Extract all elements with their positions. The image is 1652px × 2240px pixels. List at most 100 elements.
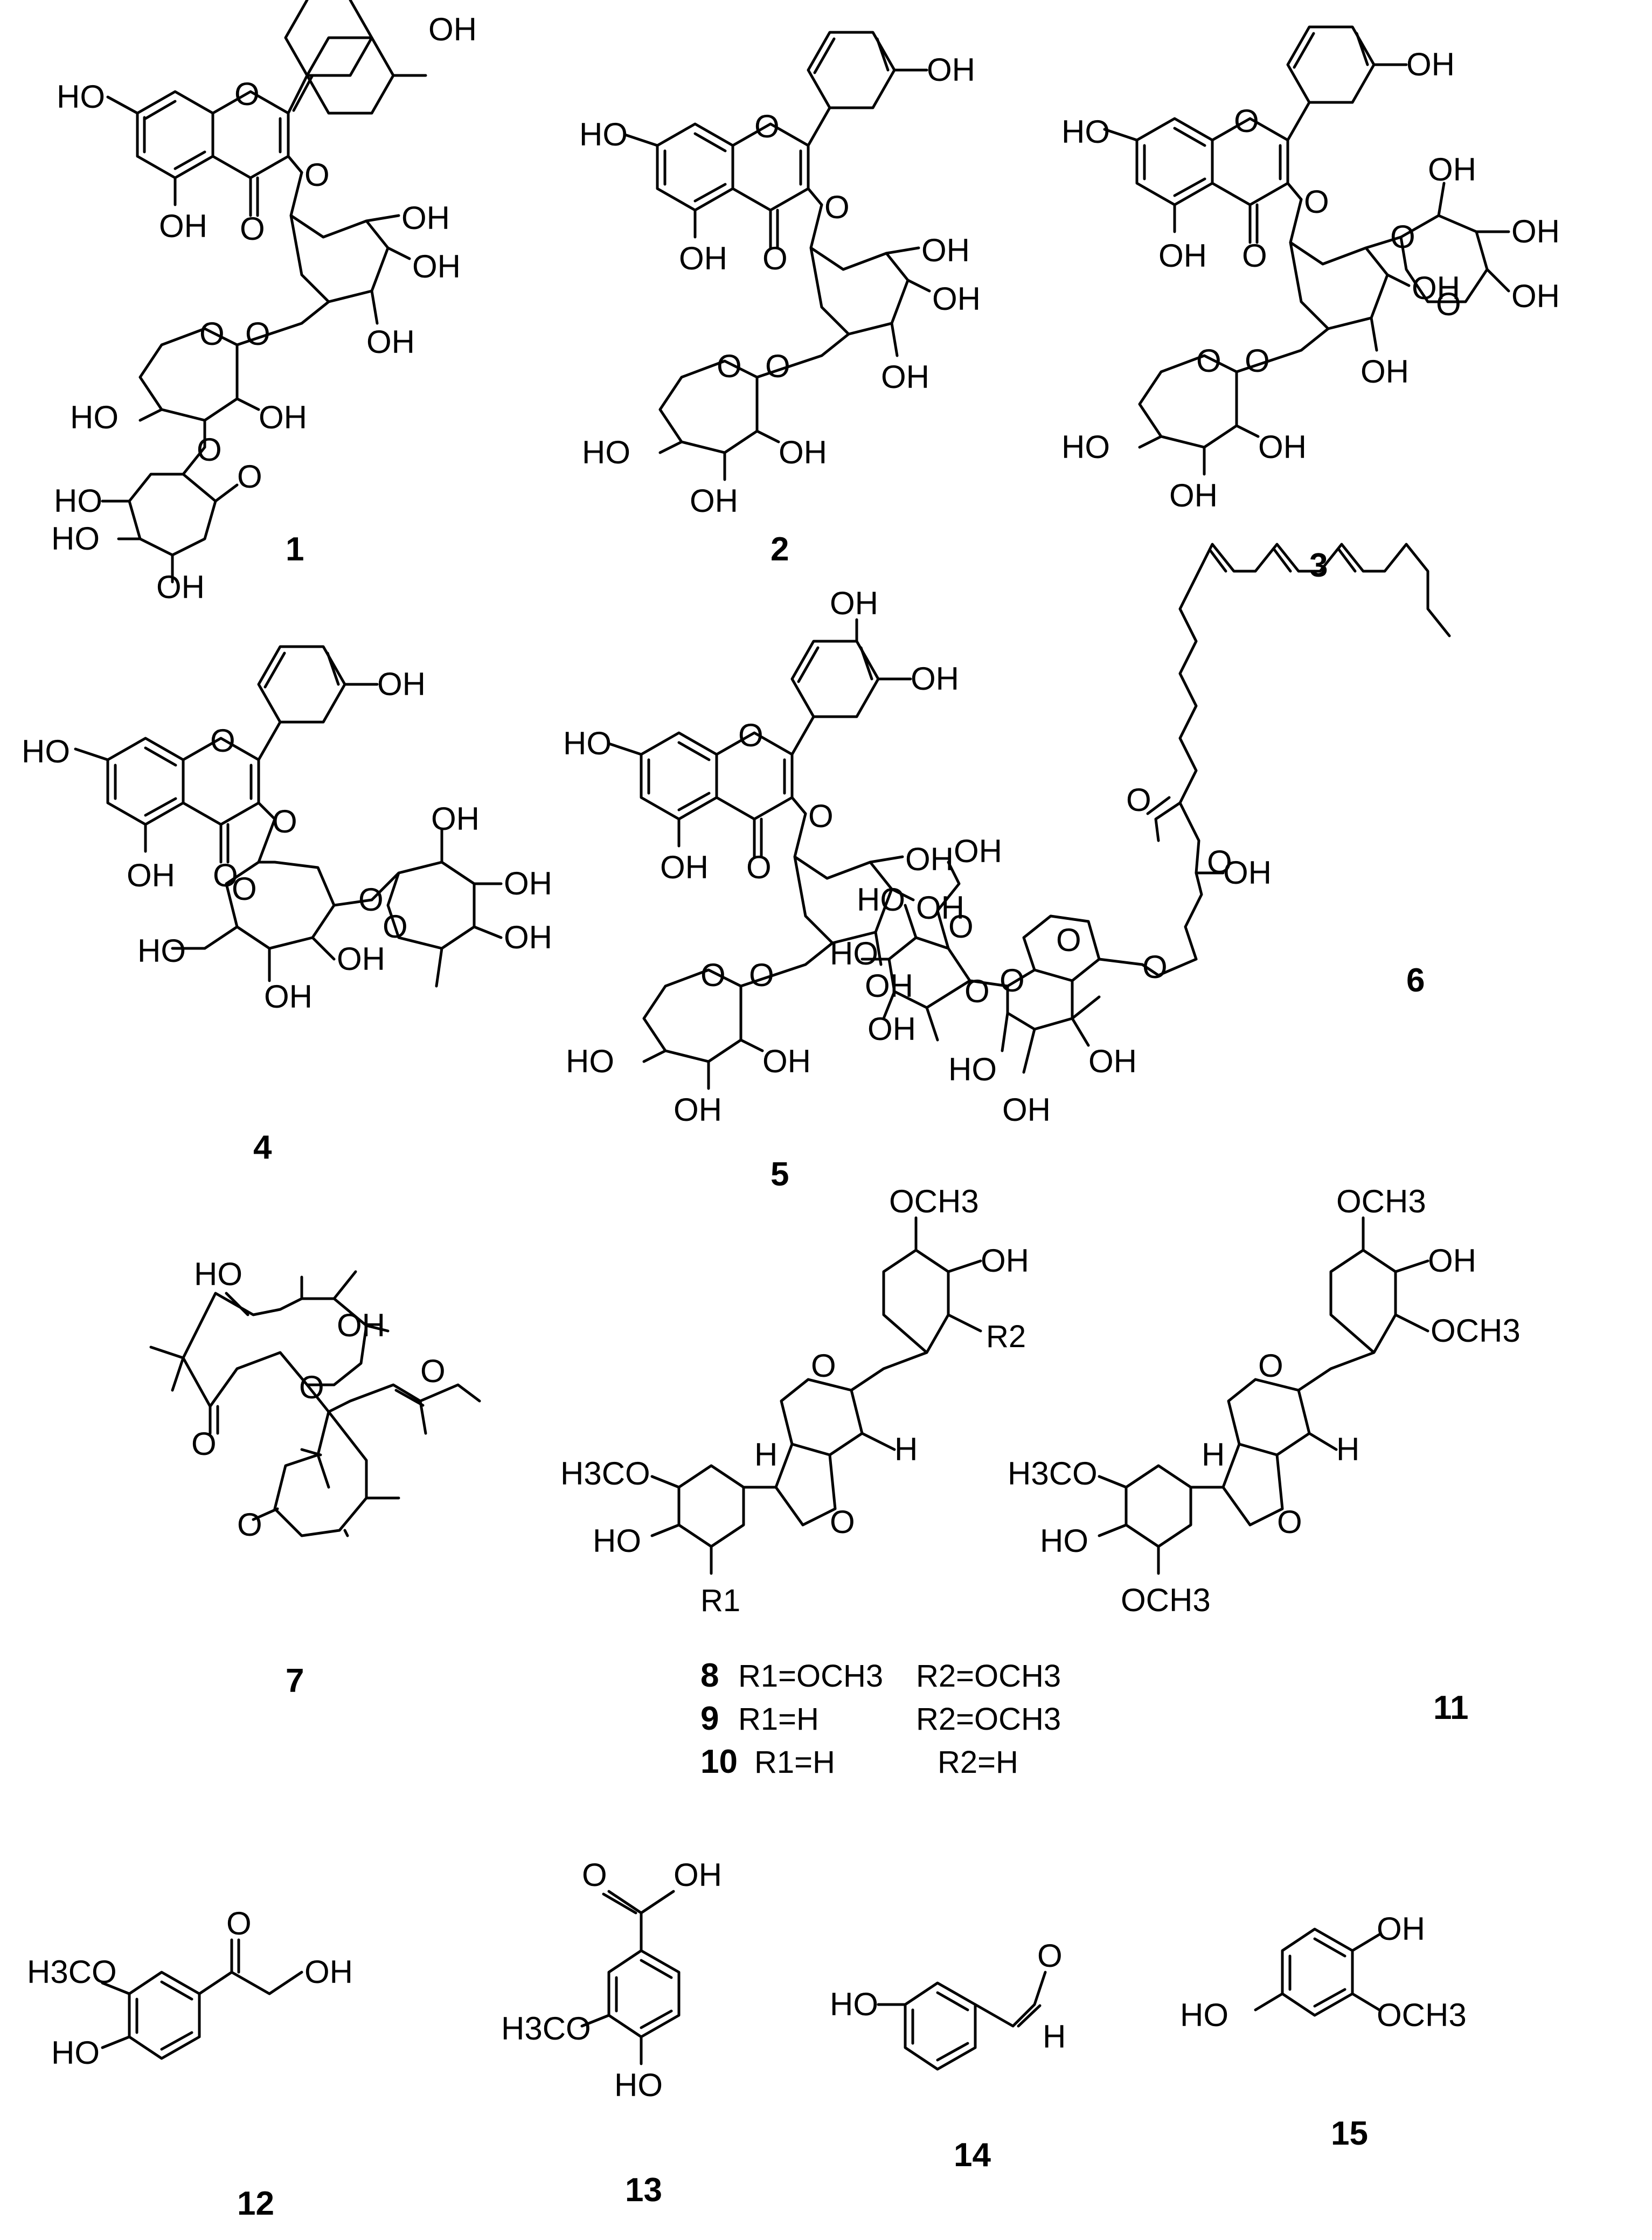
- structure-14: HO O H 14: [830, 1938, 1066, 2174]
- label-ocH3: OCH3: [889, 1183, 979, 1219]
- label-oh: OH: [1511, 213, 1560, 249]
- label-o: O: [830, 1504, 855, 1540]
- label-o: O: [304, 157, 330, 193]
- label-ho: HO: [563, 725, 612, 761]
- label-oh: OH: [366, 324, 415, 360]
- label-h: H: [894, 1431, 918, 1467]
- structure-15: OH HO OCH3 15: [1180, 1911, 1467, 2152]
- structure-13: O OH H3CO HO 13: [501, 1857, 722, 2209]
- label-ho: HO: [582, 434, 630, 470]
- label-oh: OH: [1002, 1092, 1051, 1128]
- compound-number: 5: [771, 1156, 789, 1193]
- substituent-r1: R1=H: [754, 1745, 835, 1780]
- label-ho: HO: [566, 1043, 614, 1079]
- structure-12: H3CO O OH HO 12: [27, 1905, 353, 2222]
- label-ho: HO: [830, 935, 878, 972]
- label-oh: OH: [679, 240, 727, 276]
- label-o: O: [1037, 1938, 1063, 1974]
- label-ocH3: OCH3: [1431, 1313, 1521, 1349]
- label-o: O: [948, 909, 974, 945]
- label-o: O: [1126, 782, 1151, 818]
- label-ho: HO: [57, 79, 105, 115]
- label-o: O: [1436, 286, 1461, 322]
- label-o: O: [191, 1426, 217, 1462]
- label-oh: OH: [660, 849, 709, 885]
- structure-8-10: OCH3 OH R2 O H H H3CO O HO R1 8 R1=OCH3 …: [560, 1183, 1061, 1780]
- label-h3co: H3CO: [27, 1954, 117, 1990]
- structure-4: HO O OH OH O O O HO OH OH O OH OH OH O 4: [22, 645, 552, 1166]
- label-o: O: [1056, 922, 1081, 958]
- label-ho: HO: [1040, 1523, 1088, 1559]
- label-o: O: [1304, 184, 1329, 220]
- label-o: O: [582, 1857, 607, 1893]
- label-o: O: [210, 723, 235, 759]
- label-h: H: [1336, 1431, 1359, 1467]
- substituent-r2: R2=H: [938, 1745, 1018, 1780]
- label-o: O: [1234, 103, 1259, 139]
- label-oh: OH: [932, 281, 981, 317]
- label-o: O: [245, 316, 270, 352]
- label-oh: OH: [954, 833, 1002, 869]
- substituent-r2: R2=OCH3: [916, 1659, 1061, 1694]
- label-o: O: [1242, 238, 1267, 274]
- label-oh: OH: [1169, 477, 1218, 514]
- label-oh: OH: [1428, 1243, 1476, 1279]
- label-oh: OH: [867, 1011, 916, 1047]
- label-oh: OH: [1377, 1911, 1425, 1947]
- label-o: O: [299, 1369, 324, 1405]
- structure-3: HO O OH OH O O O OH OH OH O OH OH O O HO…: [1061, 25, 1560, 584]
- label-o: O: [999, 962, 1025, 998]
- label-o: O: [964, 973, 990, 1009]
- label-o: O: [754, 108, 780, 144]
- label-oh: OH: [1223, 855, 1272, 891]
- label-ho: HO: [51, 2035, 100, 2071]
- label-oh: OH: [1088, 1043, 1137, 1079]
- label-o: O: [237, 459, 262, 495]
- label-ho: HO: [137, 933, 186, 969]
- label-h: H: [1043, 2019, 1066, 2055]
- label-o: O: [272, 803, 297, 840]
- label-ho: HO: [22, 733, 70, 769]
- label-o: O: [197, 432, 222, 468]
- label-oh: OH: [911, 661, 959, 697]
- label-ocH3: OCH3: [1377, 1997, 1467, 2033]
- label-oh: OH: [431, 801, 480, 837]
- label-h3co: H3CO: [560, 1455, 650, 1492]
- label-o: O: [1207, 844, 1232, 880]
- label-oh: OH: [377, 666, 426, 702]
- label-o: O: [1277, 1504, 1302, 1540]
- label-ho: HO: [948, 1051, 997, 1087]
- compound-number: 12: [237, 2185, 274, 2222]
- label-r2: R2: [986, 1319, 1026, 1354]
- substituent-r2: R2=OCH3: [916, 1702, 1061, 1737]
- compound-number: 6: [1406, 962, 1425, 999]
- substituent-r1: R1=H: [738, 1702, 819, 1737]
- label-r1: R1: [700, 1583, 740, 1618]
- label-ho: HO: [1061, 114, 1110, 150]
- label-ho: HO: [1061, 429, 1110, 465]
- structure-7: HO OH O O O O 7: [149, 1256, 481, 1700]
- compound-number: 10: [700, 1743, 738, 1780]
- label-oh: OH: [304, 1954, 353, 1990]
- label-o: O: [1196, 343, 1221, 379]
- label-ho: HO: [579, 116, 628, 152]
- label-o: O: [765, 348, 790, 384]
- label-ho: HO: [1180, 1997, 1228, 2033]
- label-o: O: [738, 717, 763, 753]
- label-oh: OH: [504, 865, 552, 901]
- label-o: O: [700, 957, 726, 993]
- label-o: O: [358, 882, 384, 918]
- compound-number: 1: [286, 531, 304, 568]
- label-oh: OH: [337, 1307, 385, 1343]
- label-oh: OH: [1428, 151, 1476, 188]
- label-h3co: H3CO: [1008, 1455, 1098, 1492]
- label-oh: OH: [127, 857, 175, 893]
- label-o: O: [420, 1353, 446, 1389]
- label-o: O: [240, 211, 265, 247]
- label-o: O: [746, 849, 772, 885]
- label-ho: HO: [857, 882, 905, 918]
- substituent-r1: R1=OCH3: [738, 1659, 883, 1694]
- label-oh: OH: [830, 585, 878, 621]
- label-oh: OH: [674, 1857, 722, 1893]
